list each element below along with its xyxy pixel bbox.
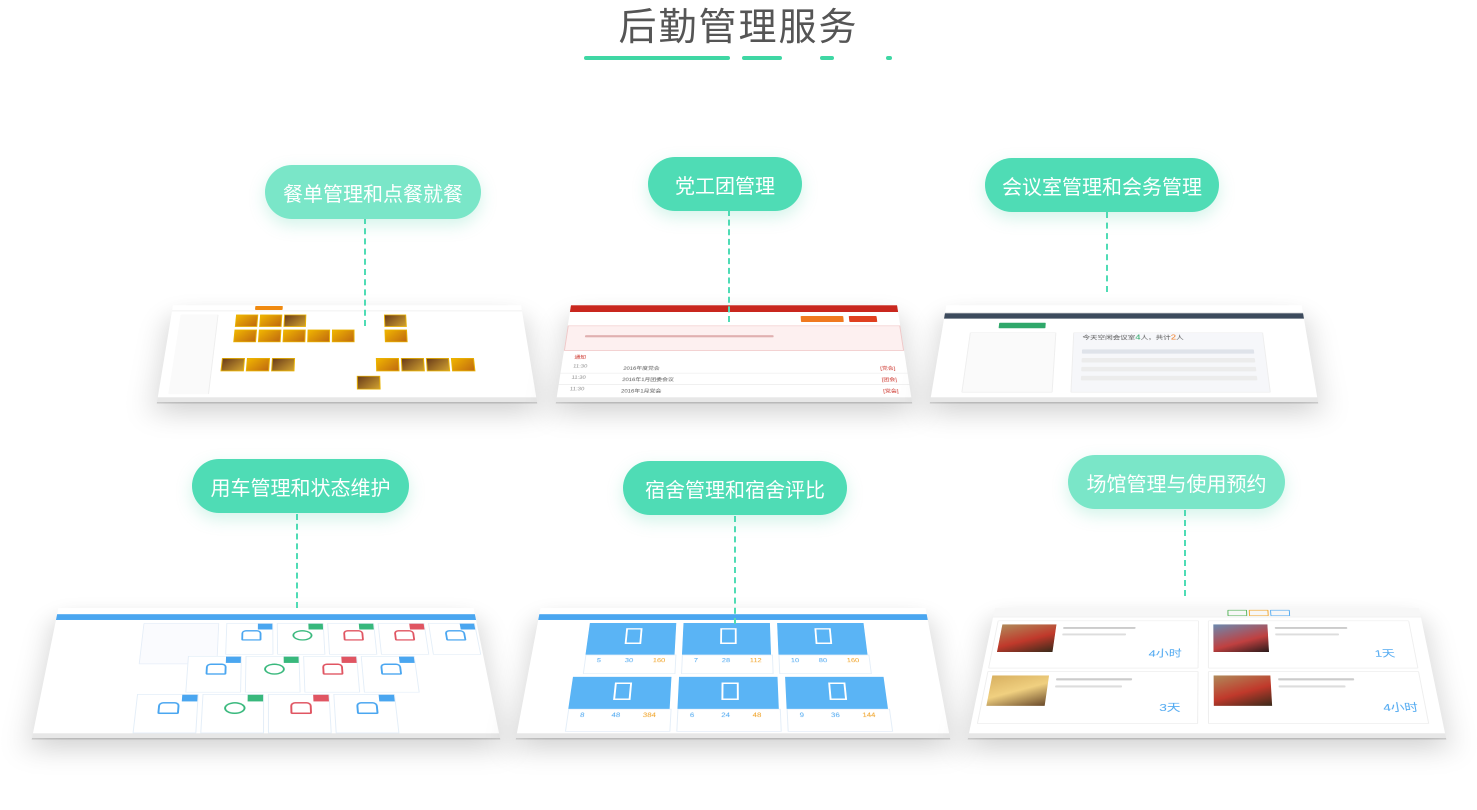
dorm-card-stats: 6 24 48 — [676, 708, 782, 732]
row-title: 2016年度党会 — [623, 366, 660, 372]
module-vehicle-pill[interactable]: 用车管理和状态维护 — [192, 459, 409, 513]
meal-ordering-screenshot[interactable] — [157, 305, 537, 402]
dorm-card-stats: 10 80 160 — [778, 654, 872, 674]
module-party-pill[interactable]: 党工团管理 — [648, 157, 802, 211]
row-tag: [党会] — [880, 366, 896, 372]
connector-party — [728, 210, 730, 322]
module-meals-pill[interactable]: 餐单管理和点餐就餐 — [265, 165, 481, 219]
connector-dorm — [734, 516, 736, 624]
page-title: 后勤管理服务 — [618, 7, 859, 49]
connector-venue — [1184, 510, 1186, 596]
venue-booking-screenshot[interactable]: 4小时 1天 3天 4小时 — [968, 607, 1446, 738]
row-date: 11:30 — [569, 387, 585, 392]
row-date: 11:30 — [572, 364, 588, 370]
dormitory-management-screenshot[interactable]: 5 30 160 7 28 112 10 80 160 8 48 384 6 2… — [516, 607, 950, 738]
row-title: 2016年1月团委会议 — [621, 378, 674, 383]
row-title: 2016年1月党会 — [620, 389, 662, 395]
connector-vehicle — [296, 514, 298, 608]
connector-meals — [364, 218, 366, 326]
row-date: 11:30 — [571, 375, 587, 381]
module-venue-pill[interactable]: 场馆管理与使用预约 — [1068, 455, 1285, 509]
row-tag: [团会] — [881, 378, 898, 383]
dorm-card-stats: 7 28 112 — [681, 654, 774, 674]
dorm-card-stats: 8 48 384 — [564, 708, 672, 732]
dorm-card-stats: 9 36 144 — [786, 708, 894, 732]
vehicle-management-screenshot[interactable] — [32, 607, 500, 738]
row-tag: [党会] — [883, 389, 899, 395]
party-row[interactable]: 11:30 2016年1月党会 [党会] — [557, 385, 911, 396]
connector-meeting — [1106, 212, 1108, 292]
module-dorm-pill[interactable]: 宿舍管理和宿舍评比 — [623, 461, 847, 515]
meeting-room-screenshot[interactable]: 今天空闲会议室4人，共计2人 — [930, 305, 1318, 402]
party-row[interactable]: 11:30 2016年度党会 [党会] — [560, 362, 908, 374]
dorm-card-stats: 5 30 160 — [582, 654, 677, 674]
venue-duration: 1天 — [1373, 647, 1396, 659]
party-management-screenshot[interactable]: 通知 11:30 2016年度党会 [党会] 11:30 2016年1月团委会议… — [556, 305, 912, 402]
venue-duration: 4小时 — [1148, 647, 1182, 659]
party-row[interactable]: 11:30 2016年1月团委会议 [团会] — [558, 373, 910, 385]
free-room-summary: 今天空闲会议室4人，共计2人 — [1082, 333, 1184, 342]
module-meeting-pill[interactable]: 会议室管理和会务管理 — [985, 158, 1219, 212]
venue-duration: 3天 — [1159, 701, 1181, 714]
venue-duration: 4小时 — [1382, 701, 1420, 714]
